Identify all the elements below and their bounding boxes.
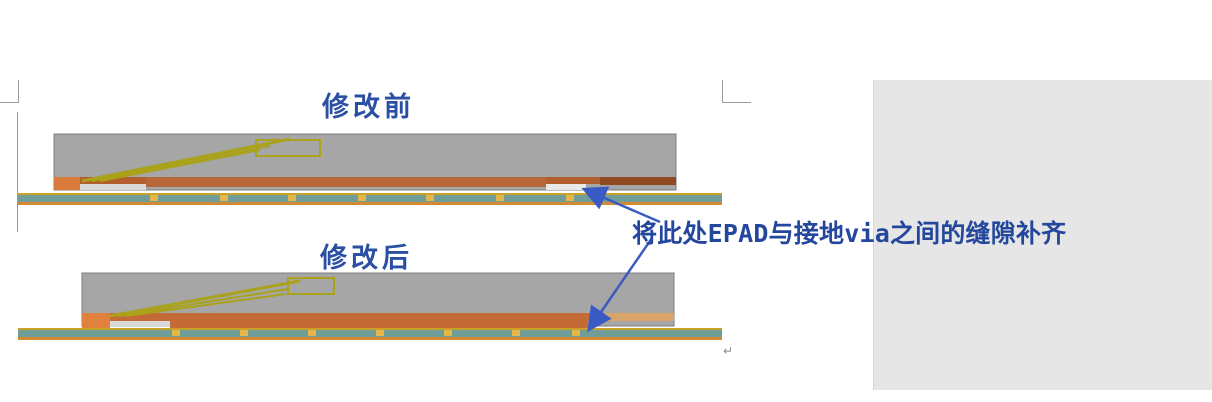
after-epad bbox=[170, 313, 588, 328]
after-die bbox=[287, 277, 335, 295]
after-bond-wire-3 bbox=[125, 293, 287, 317]
page-left-margin-line bbox=[17, 112, 18, 232]
before-bond-wire-3 bbox=[99, 149, 261, 182]
before-board-bottom-line bbox=[18, 202, 722, 205]
annotation-label: 将此处EPAD与接地via之间的缝隙补齐 bbox=[632, 219, 1067, 248]
before-left-lead bbox=[54, 177, 80, 190]
page-corner-mark-top-right bbox=[722, 80, 751, 103]
after-right-lead bbox=[604, 313, 674, 321]
after-via-row bbox=[172, 330, 580, 336]
before-board-top-line bbox=[18, 193, 722, 196]
title-before: 修改前 bbox=[322, 92, 415, 123]
before-epad bbox=[146, 177, 546, 187]
title-after: 修改后 bbox=[320, 243, 413, 274]
before-board-body bbox=[18, 195, 722, 202]
before-right-lead bbox=[600, 177, 676, 185]
before-package-section bbox=[18, 133, 722, 205]
after-board-body bbox=[18, 330, 722, 337]
before-gap bbox=[546, 184, 586, 190]
after-package-section bbox=[18, 272, 722, 340]
after-board-top-line bbox=[18, 328, 722, 331]
before-bond-wire-2 bbox=[91, 145, 271, 182]
gray-side-panel bbox=[873, 80, 1212, 390]
arrow-to-before-gap bbox=[581, 186, 661, 224]
before-via-row bbox=[150, 195, 574, 201]
page-corner-mark-top-left bbox=[0, 80, 19, 103]
after-bond-wire-2 bbox=[117, 288, 289, 317]
after-board-bottom-line bbox=[18, 337, 722, 340]
paragraph-mark: ↵ bbox=[723, 344, 734, 358]
before-bond-wire-1 bbox=[81, 137, 291, 183]
arrow-to-after-gap bbox=[587, 237, 654, 333]
after-bond-wire-1 bbox=[109, 279, 301, 318]
before-die-attach bbox=[80, 184, 146, 190]
after-left-lead bbox=[82, 313, 110, 328]
after-die-attach bbox=[110, 321, 170, 327]
